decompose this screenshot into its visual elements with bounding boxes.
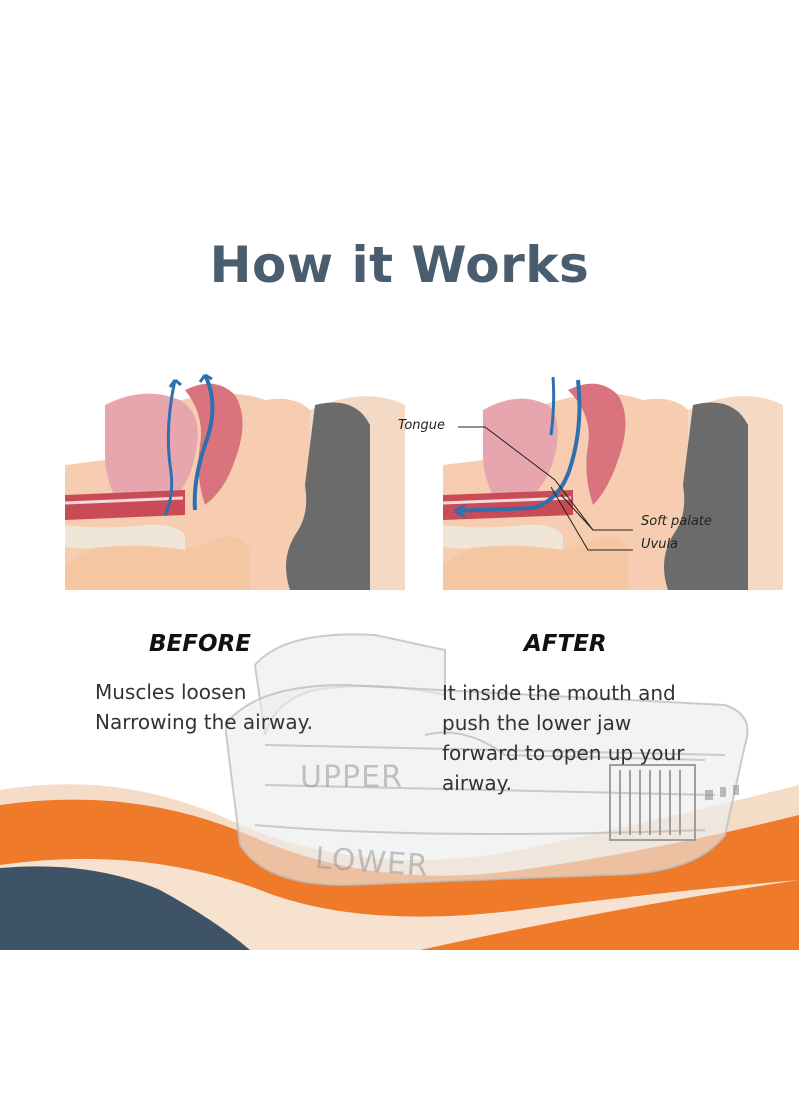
soft-palate-shape xyxy=(568,383,626,505)
after-line: forward to open up your xyxy=(442,741,685,765)
airflow-line-2 xyxy=(192,374,215,511)
hair-shape xyxy=(286,402,370,590)
before-description: Muscles loosen Narrowing the airway. xyxy=(95,677,313,737)
airflow-line xyxy=(454,379,582,513)
after-description: It inside the mouth and push the lower j… xyxy=(442,678,684,798)
after-diagram: Tongue Soft palate Uvula xyxy=(398,365,783,590)
page-title: How it Works xyxy=(209,236,590,294)
navy-wave xyxy=(0,866,250,950)
airflow-line-2 xyxy=(549,376,556,436)
before-line: Narrowing the airway. xyxy=(95,710,313,734)
upper-mark: UPPER xyxy=(300,760,403,795)
tongue-shape xyxy=(483,398,558,505)
tongue-shape xyxy=(105,393,198,515)
before-heading: BEFORE xyxy=(149,631,251,657)
uvula-label: Uvula xyxy=(641,537,679,552)
before-anatomy-illustration xyxy=(65,365,405,590)
airway-tube xyxy=(443,490,573,520)
spine-shape xyxy=(443,524,563,550)
after-anatomy-illustration xyxy=(443,365,783,590)
tongue-label: Tongue xyxy=(398,418,446,433)
uvula-leader-line xyxy=(550,486,633,551)
chin-shape xyxy=(443,536,628,590)
orange-wave-right xyxy=(420,880,799,950)
spine-shape xyxy=(65,524,185,550)
before-line: Muscles loosen xyxy=(95,680,247,704)
after-heading: AFTER xyxy=(524,631,607,657)
after-line: airway. xyxy=(442,771,512,795)
soft-palate-label: Soft palate xyxy=(641,514,712,529)
airway-tube xyxy=(65,490,185,520)
soft-palate-shape xyxy=(185,383,243,505)
tongue-leader-line xyxy=(458,426,633,531)
before-diagram xyxy=(65,365,405,590)
mouth-guard-image xyxy=(225,633,749,887)
after-line: It inside the mouth and xyxy=(442,681,676,705)
chin-shape xyxy=(65,536,250,590)
hair-shape xyxy=(664,402,748,590)
airflow-line-1 xyxy=(163,379,177,516)
after-line: push the lower jaw xyxy=(442,711,632,735)
